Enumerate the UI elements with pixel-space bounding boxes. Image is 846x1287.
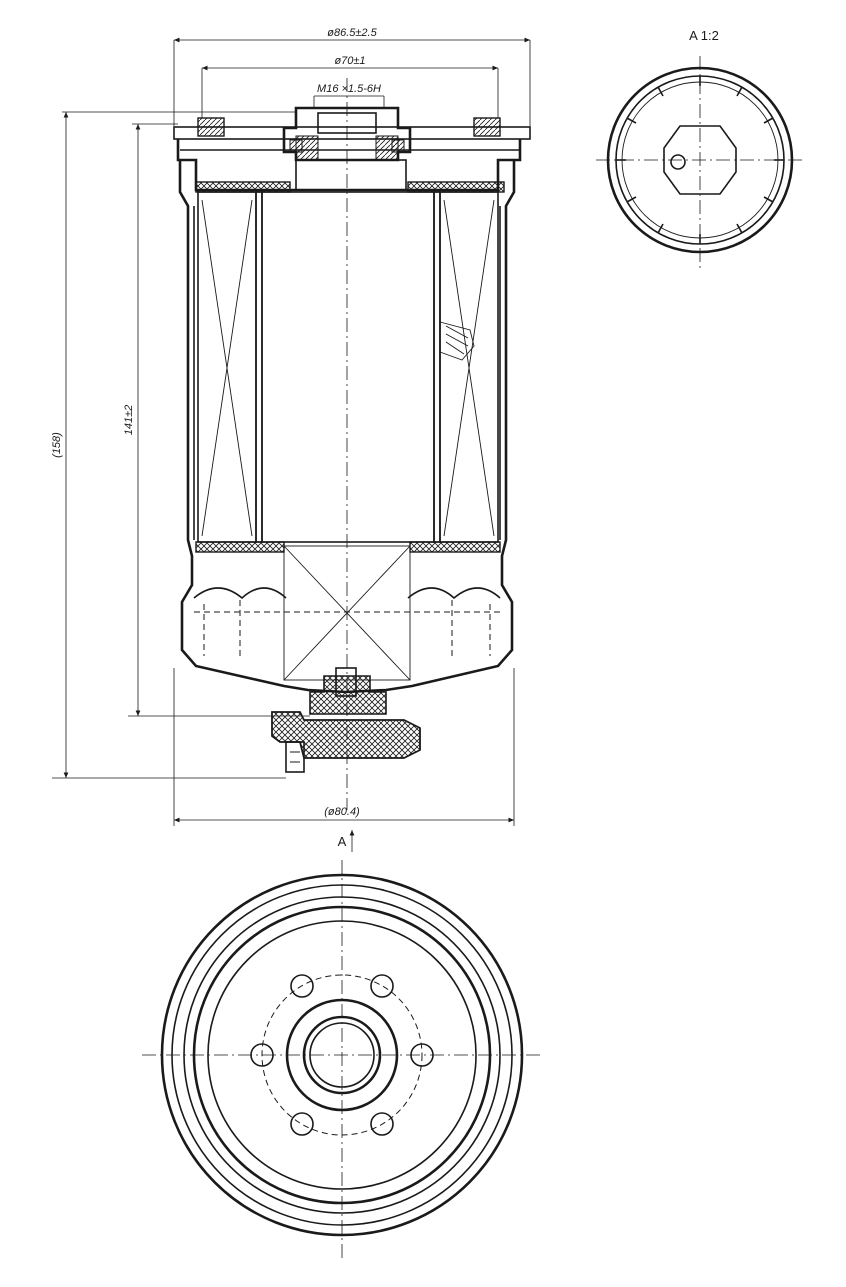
drain-plug-upper	[309, 675, 387, 715]
top-cap-rim	[173, 126, 531, 140]
section-arrow-label: A	[338, 834, 347, 849]
element-top-plate-right	[407, 181, 505, 193]
cap-seal-right	[473, 117, 501, 137]
plan-inner-ring	[192, 905, 492, 1205]
plan-bore-outer	[302, 1015, 382, 1095]
bowl-grip-left	[193, 587, 287, 600]
element-bottom-plate-right	[409, 541, 501, 553]
plan-outer-ring	[160, 873, 524, 1237]
plan-view	[142, 860, 542, 1262]
detail-hex-boss	[663, 125, 737, 195]
detail-view-title: A 1:2	[689, 28, 719, 43]
bowl-grip-right	[407, 587, 501, 600]
detail-view-a: A 1:2	[596, 28, 804, 268]
dim-bottom-diameter: (ø80.4)	[324, 806, 360, 818]
element-top-plate-left	[195, 181, 291, 193]
dim-body-height: 141±2	[123, 405, 135, 436]
dim-pitch-diameter: ø70±1	[334, 55, 365, 67]
drain-valve	[271, 711, 421, 759]
detail-outer-ring	[606, 66, 794, 254]
dim-thread: M16 ×1.5-6H	[317, 83, 381, 95]
dim-outer-diameter: ø86.5±2.5	[327, 27, 377, 39]
cap-seal-left	[197, 117, 225, 137]
dim-overall-height: (158)	[51, 432, 63, 458]
plan-hub	[285, 998, 399, 1112]
plan-bore-inner	[309, 1022, 375, 1088]
detail-teeth	[616, 76, 784, 244]
plan-bolt-circle	[261, 974, 423, 1136]
detail-vent-hole	[670, 154, 686, 170]
dimensions: ø86.5±2.5 ø70±1 M16 ×1.5-6H (158) 141±2 …	[51, 27, 531, 852]
section-view	[173, 78, 531, 810]
center-tube	[261, 191, 435, 543]
thread-bore	[317, 112, 377, 134]
element-bottom-plate-left	[195, 541, 285, 553]
drain-nozzle	[285, 741, 305, 773]
plan-bolt-holes	[250, 974, 434, 1136]
